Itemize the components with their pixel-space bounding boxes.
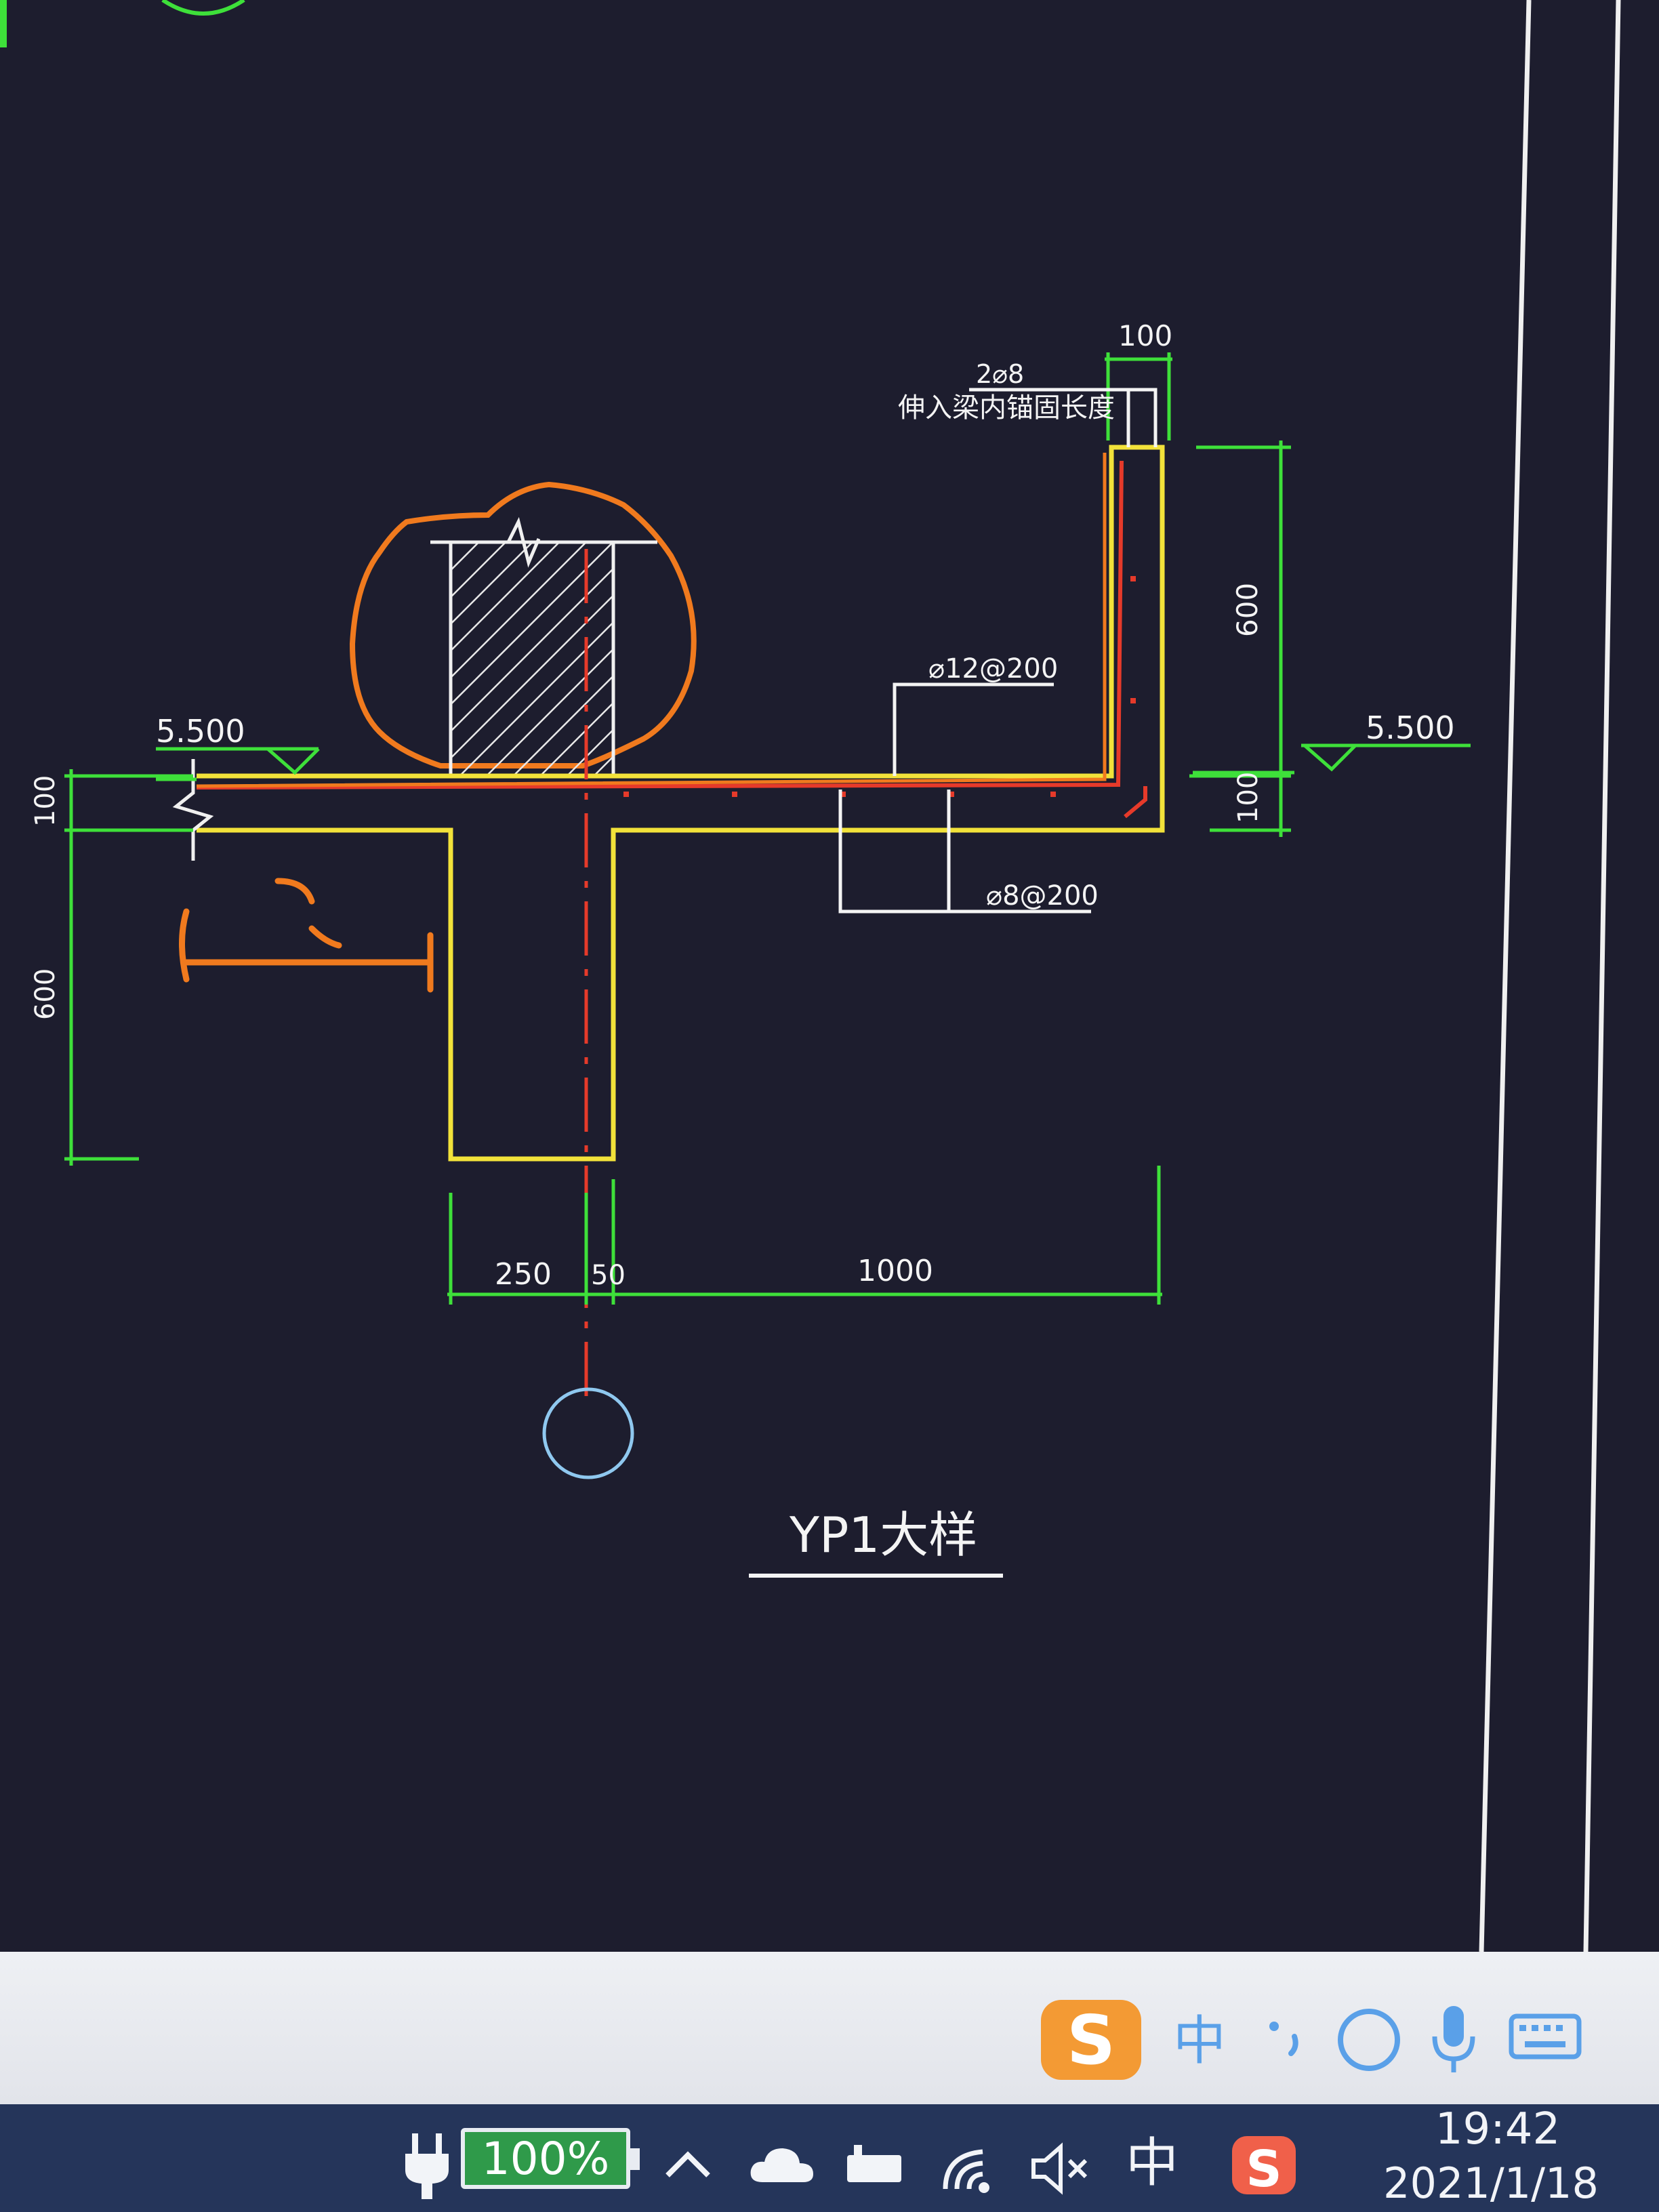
svg-text:S: S [1067, 2001, 1115, 2080]
taskbar [0, 2104, 1659, 2212]
rebar-slab-top-leader [893, 682, 1054, 776]
sogou-icon[interactable]: S [1227, 2128, 1301, 2203]
emoji-icon[interactable] [1332, 2003, 1406, 2077]
rebar-slab-bottom-leader [838, 790, 1091, 914]
grid-bubble [542, 1387, 634, 1479]
volume-muted-icon[interactable] [1023, 2135, 1098, 2203]
break-symbol-column [506, 516, 541, 568]
chevron-up-icon[interactable] [657, 2135, 718, 2196]
break-symbol-slab [172, 759, 214, 861]
revision-cloud [349, 481, 697, 769]
dim-bottom [447, 1166, 1162, 1305]
elevation-label-left: 5.500 [156, 713, 245, 750]
device-icon[interactable] [837, 2135, 912, 2196]
clock-time[interactable]: 19:42 [1435, 2104, 1561, 2154]
frame-line-outer [1583, 0, 1621, 1952]
dim-top-width [1105, 352, 1172, 441]
dim-bottom-50: 50 [591, 1260, 626, 1291]
dim-upstand-height: 600 [1231, 583, 1264, 637]
battery-nub [630, 2148, 640, 2170]
drawing-title: YP1大样 [789, 1507, 977, 1563]
rebar-dots [623, 576, 1136, 797]
rebar-line-red [196, 460, 1147, 819]
rebar-slab-top-label: ⌀12@200 [928, 653, 1058, 684]
slab-beam-outline [197, 445, 1165, 1162]
edge-mark-top-left [0, 0, 7, 47]
rebar-slab-bottom-label: ⌀8@200 [986, 880, 1099, 912]
cad-drawing-canvas[interactable]: 5.500 5.500 100 2⌀8 伸入梁内锚固长度 600 [0, 0, 1659, 1952]
clock-date[interactable]: 2021/1/18 [1383, 2158, 1599, 2208]
hatched-column [449, 540, 615, 778]
dim-bottom-1000: 1000 [857, 1254, 933, 1288]
power-plug-icon [400, 2128, 454, 2203]
svg-text:S: S [1246, 2140, 1282, 2198]
punctuation-icon[interactable] [1254, 2006, 1322, 2067]
dim-beam-depth: 600 [30, 968, 61, 1020]
rebar-top-note-1: 2⌀8 [976, 359, 1024, 389]
ime-language-toggle[interactable]: 中 [1172, 2011, 1226, 2072]
dim-slab-left: 100 [30, 775, 61, 827]
cloud-icon[interactable] [745, 2135, 820, 2196]
microphone-icon[interactable] [1420, 1999, 1488, 2081]
rebar-top-leader [969, 388, 1158, 447]
dim-right-vertical [1189, 441, 1291, 837]
dim-top-width-label: 100 [1118, 319, 1172, 352]
wifi-icon[interactable] [935, 2135, 1003, 2203]
dim-slab-right: 100 [1233, 772, 1264, 823]
taskbar-language-indicator[interactable]: 中 [1125, 2133, 1179, 2194]
elevation-marker-right [1193, 743, 1471, 775]
keyboard-icon[interactable] [1504, 2006, 1586, 2067]
rebar-top-note-2: 伸入梁内锚固长度 [898, 392, 1115, 424]
elevation-label-right: 5.500 [1366, 710, 1455, 746]
partial-bubble-top [161, 0, 245, 16]
frame-line-inner [1479, 0, 1532, 1952]
elevation-marker-left [156, 747, 320, 781]
dim-bottom-250: 250 [495, 1257, 552, 1292]
handwritten-markup [179, 878, 434, 993]
dim-left-vertical [64, 769, 193, 1166]
battery-indicator[interactable]: 100% [461, 2128, 630, 2189]
ime-toolbar-area [0, 1952, 1659, 2104]
rebar-line-orange [196, 453, 1107, 788]
sogou-icon[interactable]: S [1037, 1996, 1145, 2084]
